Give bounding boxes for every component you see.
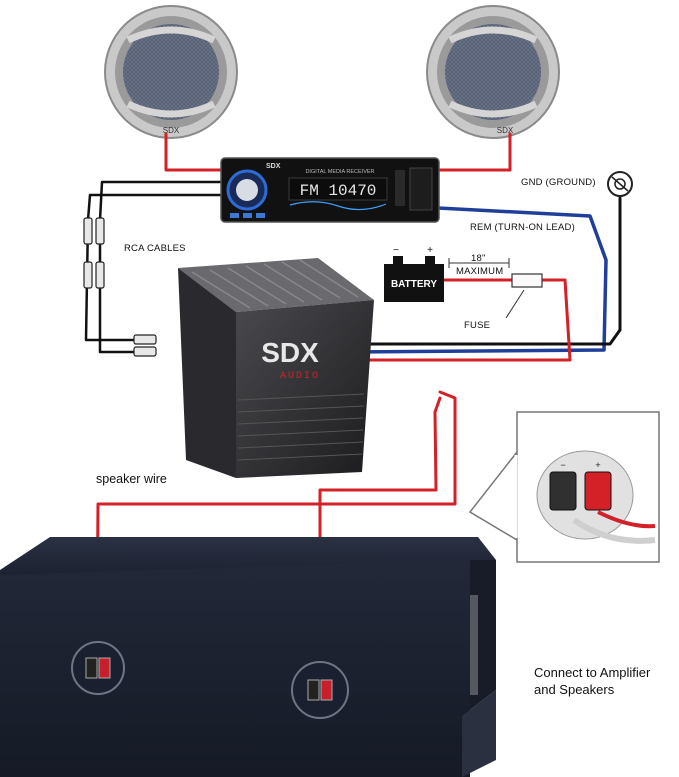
rem-wire [342, 206, 608, 354]
left-speaker: SDX [104, 5, 238, 139]
subwoofer-box [0, 537, 496, 777]
battery: − + BATTERY [384, 245, 444, 302]
battery-label: BATTERY [391, 279, 437, 290]
terminal-inset: − + [468, 411, 660, 563]
head-unit: FM 10470 SDX DIGITAL MEDIA RECEIVER [220, 157, 440, 223]
rca-plugs [83, 217, 157, 357]
amp-sub-brand: AUDIO [280, 371, 320, 382]
fuse-label: FUSE [464, 320, 491, 331]
caption-line-1: Connect to Amplifier [534, 665, 651, 680]
maximum-label: MAXIMUM [456, 266, 504, 277]
left-terminal-cup [71, 641, 125, 695]
right-speaker-logo: SDX [497, 126, 514, 135]
speaker-wire-label: speaker wire [96, 472, 167, 486]
right-speaker: SDX [426, 5, 560, 139]
rca-label: RCA CABLES [124, 243, 186, 254]
amp-brand: SDX [261, 337, 319, 368]
left-speaker-logo: SDX [163, 126, 180, 135]
battery-negative-sign: − [393, 245, 399, 256]
right-terminal-cup [291, 661, 349, 719]
left-speaker-wire [164, 132, 224, 172]
ground-wire [342, 196, 622, 346]
distance-label: 18" [471, 253, 486, 264]
inset-positive-sign: + [595, 460, 600, 470]
ground-terminal [607, 171, 633, 197]
amplifier: SDX AUDIO [178, 258, 374, 478]
battery-positive-sign: + [427, 245, 433, 256]
gnd-label: GND (GROUND) [521, 177, 596, 188]
caption-line-2: and Speakers [534, 682, 615, 697]
power-wire [342, 278, 572, 362]
right-speaker-wire [436, 132, 512, 172]
rem-label: REM (TURN-ON LEAD) [470, 222, 575, 233]
distance-bracket [448, 258, 510, 268]
fuse [505, 273, 543, 319]
head-unit-display: FM 10470 [300, 182, 377, 200]
head-unit-model: DIGITAL MEDIA RECEIVER [305, 169, 374, 175]
inset-negative-sign: − [560, 460, 565, 470]
head-unit-brand: SDX [266, 163, 281, 170]
